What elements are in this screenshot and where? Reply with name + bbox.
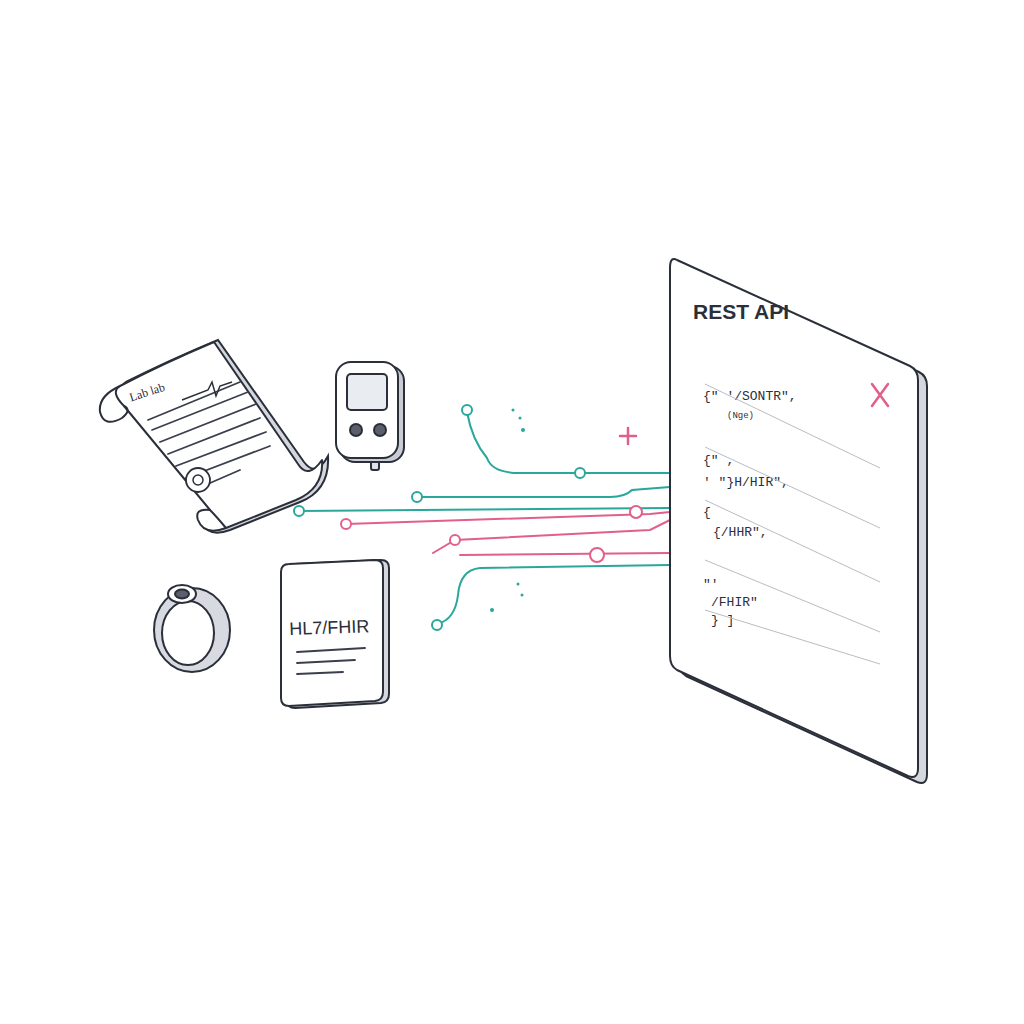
node-title: HL7/FHIR — [289, 617, 370, 640]
text-rule — [297, 660, 355, 663]
teal-line — [299, 508, 670, 511]
line-endpoint — [341, 519, 351, 529]
dot — [512, 409, 515, 412]
rest-api-panel: REST API {" '/SONTR", (Nge) {" , ' "}H/HIR",… — [665, 248, 930, 788]
panel-rule — [705, 610, 880, 664]
text-rule — [297, 648, 365, 652]
panel-rule — [705, 447, 880, 528]
node-title: REST API — [693, 300, 789, 323]
lab-report-scroll: Lab lab — [90, 330, 330, 540]
node-outline — [90, 330, 330, 540]
teal-line — [437, 565, 670, 624]
outline-face — [281, 560, 383, 706]
pink-line — [460, 553, 670, 555]
dot — [521, 594, 524, 597]
outline-face — [116, 342, 322, 531]
text-rule — [160, 404, 256, 442]
plus-mark — [620, 428, 636, 444]
outline-face — [670, 259, 918, 777]
panel-rule — [705, 500, 880, 582]
smart-ring — [154, 585, 230, 672]
ring-inner — [162, 601, 214, 665]
dot — [521, 428, 525, 432]
report-seal-core — [193, 475, 203, 485]
code-line: {" '/SONTR", — [703, 390, 797, 404]
code-line: } ] — [711, 614, 734, 628]
teal-line — [467, 412, 670, 473]
panel-rule — [705, 384, 880, 468]
text-rule — [168, 418, 260, 454]
teal-line — [417, 487, 670, 497]
panel-rules — [705, 384, 880, 664]
ring-sensor — [168, 585, 196, 603]
code-line: ' "}H/HIR", — [703, 476, 789, 490]
line-endpoint — [294, 506, 304, 516]
dot — [517, 583, 520, 586]
dot — [490, 608, 494, 612]
text-rule — [152, 392, 248, 430]
meter-button — [374, 424, 386, 436]
code-line: {/HHR", — [713, 526, 768, 540]
sparkle-dots — [490, 409, 525, 613]
meter-body — [336, 362, 398, 458]
panel-rule — [705, 560, 880, 632]
text-rule — [297, 672, 343, 674]
code-line: { — [703, 506, 711, 520]
line-endpoint — [630, 506, 642, 518]
glucose-meter — [336, 362, 404, 470]
report-seal — [186, 468, 210, 492]
line-endpoint — [590, 548, 604, 562]
line-endpoint — [412, 492, 422, 502]
line-endpoint — [432, 620, 442, 630]
line-endpoint — [462, 405, 472, 415]
code-line: "' — [703, 578, 719, 592]
standard-card: HL7/FHIR — [275, 560, 390, 705]
text-rule — [176, 432, 266, 466]
close-mark — [872, 384, 888, 406]
pink-line — [433, 520, 670, 553]
pink-line — [346, 512, 670, 524]
code-line: /FHIR" — [711, 596, 758, 610]
heartbeat-trace — [182, 382, 232, 400]
dot — [519, 417, 522, 420]
ring-sensor-core — [175, 590, 189, 599]
meter-button — [350, 424, 362, 436]
meter-screen — [347, 374, 387, 410]
line-endpoint — [450, 535, 460, 545]
code-line: (Nge) — [727, 412, 754, 422]
code-line: {" , — [703, 454, 734, 468]
line-endpoint — [575, 468, 585, 478]
